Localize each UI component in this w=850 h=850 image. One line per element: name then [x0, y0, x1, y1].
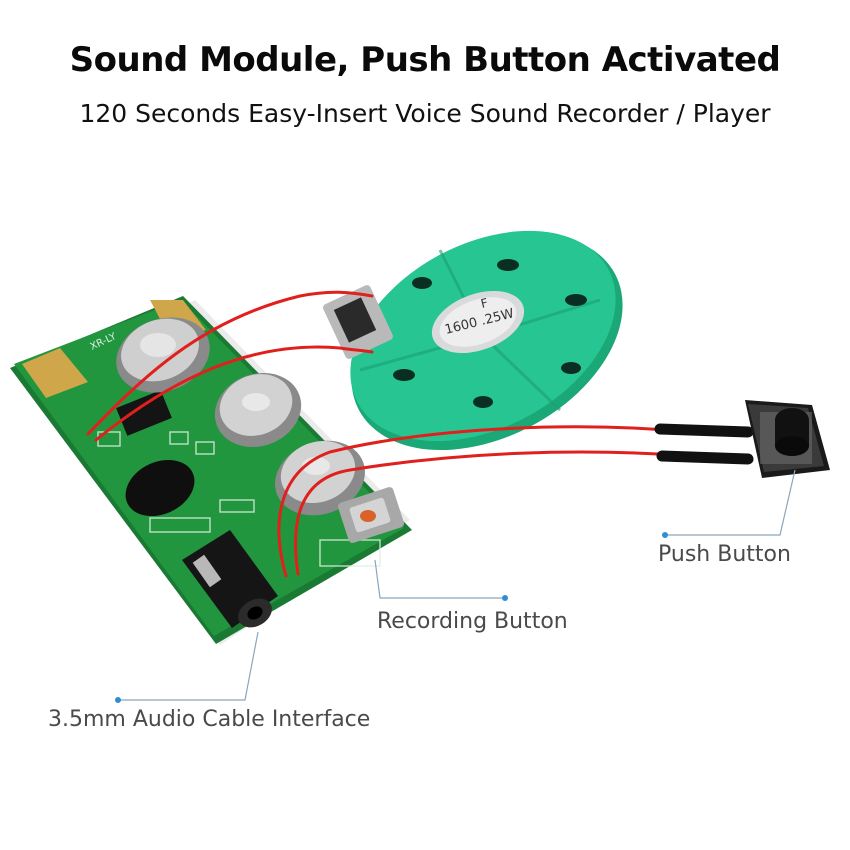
push-button-component: [745, 400, 830, 478]
callout-dot-push: [662, 532, 668, 538]
speaker-label-line1: F: [479, 296, 489, 311]
callout-leaders: [118, 469, 796, 701]
speaker: F 1600 .25W: [323, 230, 623, 451]
callout-push-button: Push Button: [658, 542, 791, 567]
callout-dot-recording: [502, 595, 508, 601]
page-subtitle: 120 Seconds Easy-Insert Voice Sound Reco…: [79, 99, 771, 128]
callout-recording-button: Recording Button: [377, 609, 568, 634]
callout-audio-interface: 3.5mm Audio Cable Interface: [48, 707, 371, 732]
callout-dot-audio: [115, 697, 121, 703]
wires: [86, 290, 694, 578]
circuit-board: XR-LY: [10, 296, 412, 644]
page-title: Sound Module, Push Button Activated: [69, 40, 781, 80]
